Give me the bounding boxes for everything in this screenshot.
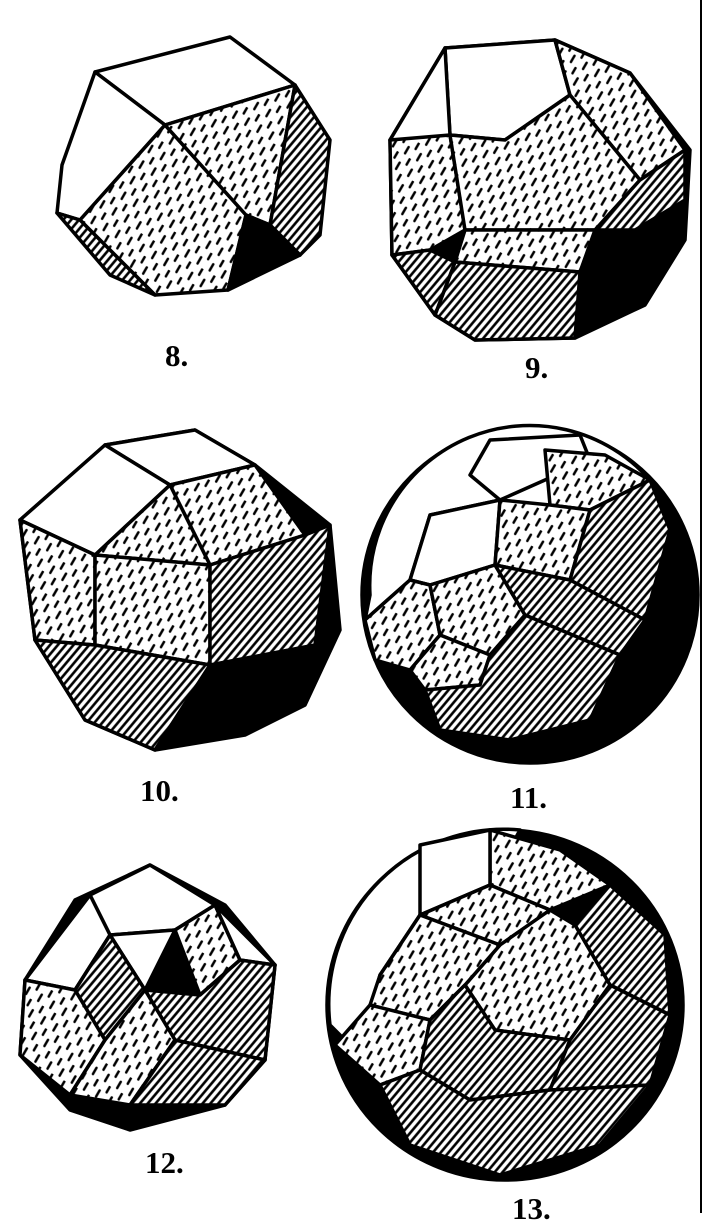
face-right-hatched [208,523,332,667]
face-dark-square [226,213,302,292]
figure-10: 10. [15,428,345,810]
face-left-square [388,46,452,147]
figure-label: 8. [165,338,189,373]
face-right-hatched [593,148,687,232]
figure-label: 9. [525,350,549,385]
figure-12: 12. [15,863,285,1185]
face-mid-hatched [493,563,647,657]
face-right-hatched [268,83,332,257]
face-left-pentagon [388,133,467,257]
figure-13: 13. [320,825,695,1224]
figure-label: 11. [510,780,548,815]
face-lower-right-hatched [128,1038,267,1107]
figure-label: 10. [140,773,179,808]
face-lower-hatched [423,613,622,742]
polyhedron-12 [18,863,277,1132]
face-lower-hatched [433,260,582,342]
polyhedron-8 [55,35,332,297]
figure-8: 8. [50,35,340,371]
face-left-lower-hatched [390,248,457,317]
face-bottom-left-hatched [55,211,157,297]
polyhedron-9 [388,38,692,342]
polyhedron-13 [325,827,685,1182]
polyhedron-11 [360,423,700,765]
page-edge-line [700,0,702,1213]
face-right-hatched [568,478,672,622]
figure-9: 9. [385,38,692,385]
figure-11: 11. [350,420,700,815]
face-bottom-hatched [378,1068,652,1177]
polyhedron-10 [18,428,342,752]
face-bottom-hatched [33,638,212,752]
face-right-lower-hatched [548,983,672,1092]
figure-label: 12. [145,1145,184,1180]
figure-label: 13. [512,1191,551,1226]
